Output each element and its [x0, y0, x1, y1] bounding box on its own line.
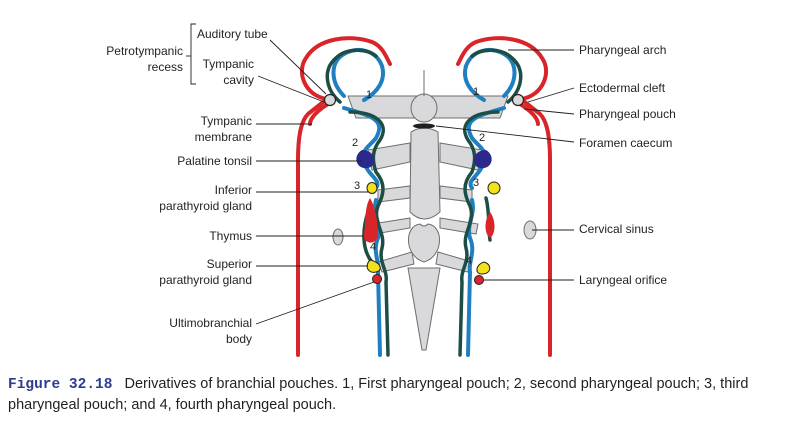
petrotympanic-bracket: [190, 23, 196, 85]
leader-ectodermal-cleft: [527, 87, 575, 103]
label-pharyngeal-arch: Pharyngeal arch: [579, 43, 666, 57]
right-tympanic-cavity: [511, 93, 525, 107]
left-side: [296, 36, 392, 357]
pharynx-floor: [347, 70, 509, 351]
label-ultimobranchial-1: Ultimobranchial: [169, 316, 252, 330]
label-petrotympanic-2: recess: [148, 60, 183, 74]
right-first-cleft: [518, 102, 540, 126]
label-tympanic-membrane-1: Tympanic: [201, 114, 252, 128]
pouch-number-right-3: 3: [473, 177, 479, 189]
label-laryngeal-orifice: Laryngeal orifice: [579, 273, 667, 287]
label-inferior-parathyroid-1: Inferior: [215, 183, 252, 197]
left-cervical-sinus: [332, 228, 344, 246]
pouch-number-right-2: 2: [479, 132, 485, 144]
pouch-number-right-1: 1: [473, 86, 479, 98]
label-superior-parathyroid-2: parathyroid gland: [159, 273, 252, 287]
right-ectoderm-outline: [456, 36, 552, 357]
epiglottis: [408, 223, 440, 263]
leader-ultimobranchial: [255, 281, 375, 325]
left-first-cleft: [308, 102, 330, 126]
label-tympanic-cavity-2: cavity: [223, 73, 254, 87]
pouch-number-left-4: 4: [370, 241, 376, 253]
tongue-body: [409, 127, 441, 220]
label-foramen-caecum: Foramen caecum: [579, 136, 672, 150]
left-arch-1-mesoderm: [325, 48, 378, 104]
figure-caption-text: Derivatives of branchial pouches. 1, Fir…: [8, 376, 749, 413]
pouch-number-right-4: 4: [466, 255, 472, 267]
label-inferior-parathyroid-2: parathyroid gland: [159, 199, 252, 213]
label-ultimobranchial-2: body: [226, 332, 252, 346]
pouch-number-left-1: 1: [366, 89, 372, 101]
label-tympanic-membrane-2: membrane: [195, 130, 253, 144]
left-pouch-2-wall: [342, 106, 382, 190]
foramen-caecum-mark: [413, 123, 435, 129]
right-ultimobranchial-body: [474, 275, 484, 285]
left-inferior-parathyroid: [366, 182, 378, 194]
label-palatine-tonsil: Palatine tonsil: [177, 154, 252, 168]
tuberculum-impar: [410, 93, 438, 123]
label-pharyngeal-pouch: Pharyngeal pouch: [579, 107, 676, 121]
right-mesoderm-column: [458, 110, 500, 357]
label-thymus: Thymus: [209, 229, 252, 243]
label-auditory-tube: Auditory tube: [197, 27, 268, 41]
label-ectodermal-cleft: Ectodermal cleft: [579, 81, 666, 95]
laryngeal-groove: [407, 267, 441, 351]
label-cervical-sinus: Cervical sinus: [579, 222, 654, 236]
leader-tympanic-cavity: [257, 75, 325, 103]
right-pouch-2-wall: [466, 106, 506, 190]
right-arch-1-mesoderm: [470, 48, 523, 104]
left-ectoderm-outline: [296, 36, 392, 357]
left-thymus: [363, 198, 378, 243]
label-tympanic-cavity-1: Tympanic: [203, 57, 254, 71]
pouch-number-left-2: 2: [352, 137, 358, 149]
right-inferior-parathyroid: [487, 181, 501, 195]
left-ultimobranchial-body: [372, 274, 382, 284]
label-petrotympanic-1: Petrotympanic: [106, 44, 183, 58]
right-superior-parathyroid: [476, 261, 491, 275]
right-palatine-tonsil: [473, 150, 492, 169]
left-tympanic-cavity: [323, 93, 337, 107]
left-labels: Auditory tube Petrotympanic recess Tympa…: [106, 23, 375, 346]
leader-auditory-tube: [269, 39, 327, 95]
label-superior-parathyroid-1: Superior: [207, 257, 252, 271]
pouch-number-left-3: 3: [354, 180, 360, 192]
right-thymus: [485, 212, 495, 238]
left-palatine-tonsil: [356, 150, 375, 169]
figure-caption: Figure 32.18 Derivatives of branchial po…: [8, 374, 780, 415]
right-side: [456, 36, 552, 357]
leader-foramen-caecum: [435, 125, 575, 143]
right-labels: Pharyngeal arch Ectodermal cleft Pharyng…: [435, 43, 676, 287]
left-mesoderm-column: [348, 110, 390, 357]
leader-pharyngeal-pouch: [523, 108, 575, 115]
left-superior-parathyroid: [366, 259, 381, 273]
figure-label: Figure 32.18: [8, 377, 113, 393]
